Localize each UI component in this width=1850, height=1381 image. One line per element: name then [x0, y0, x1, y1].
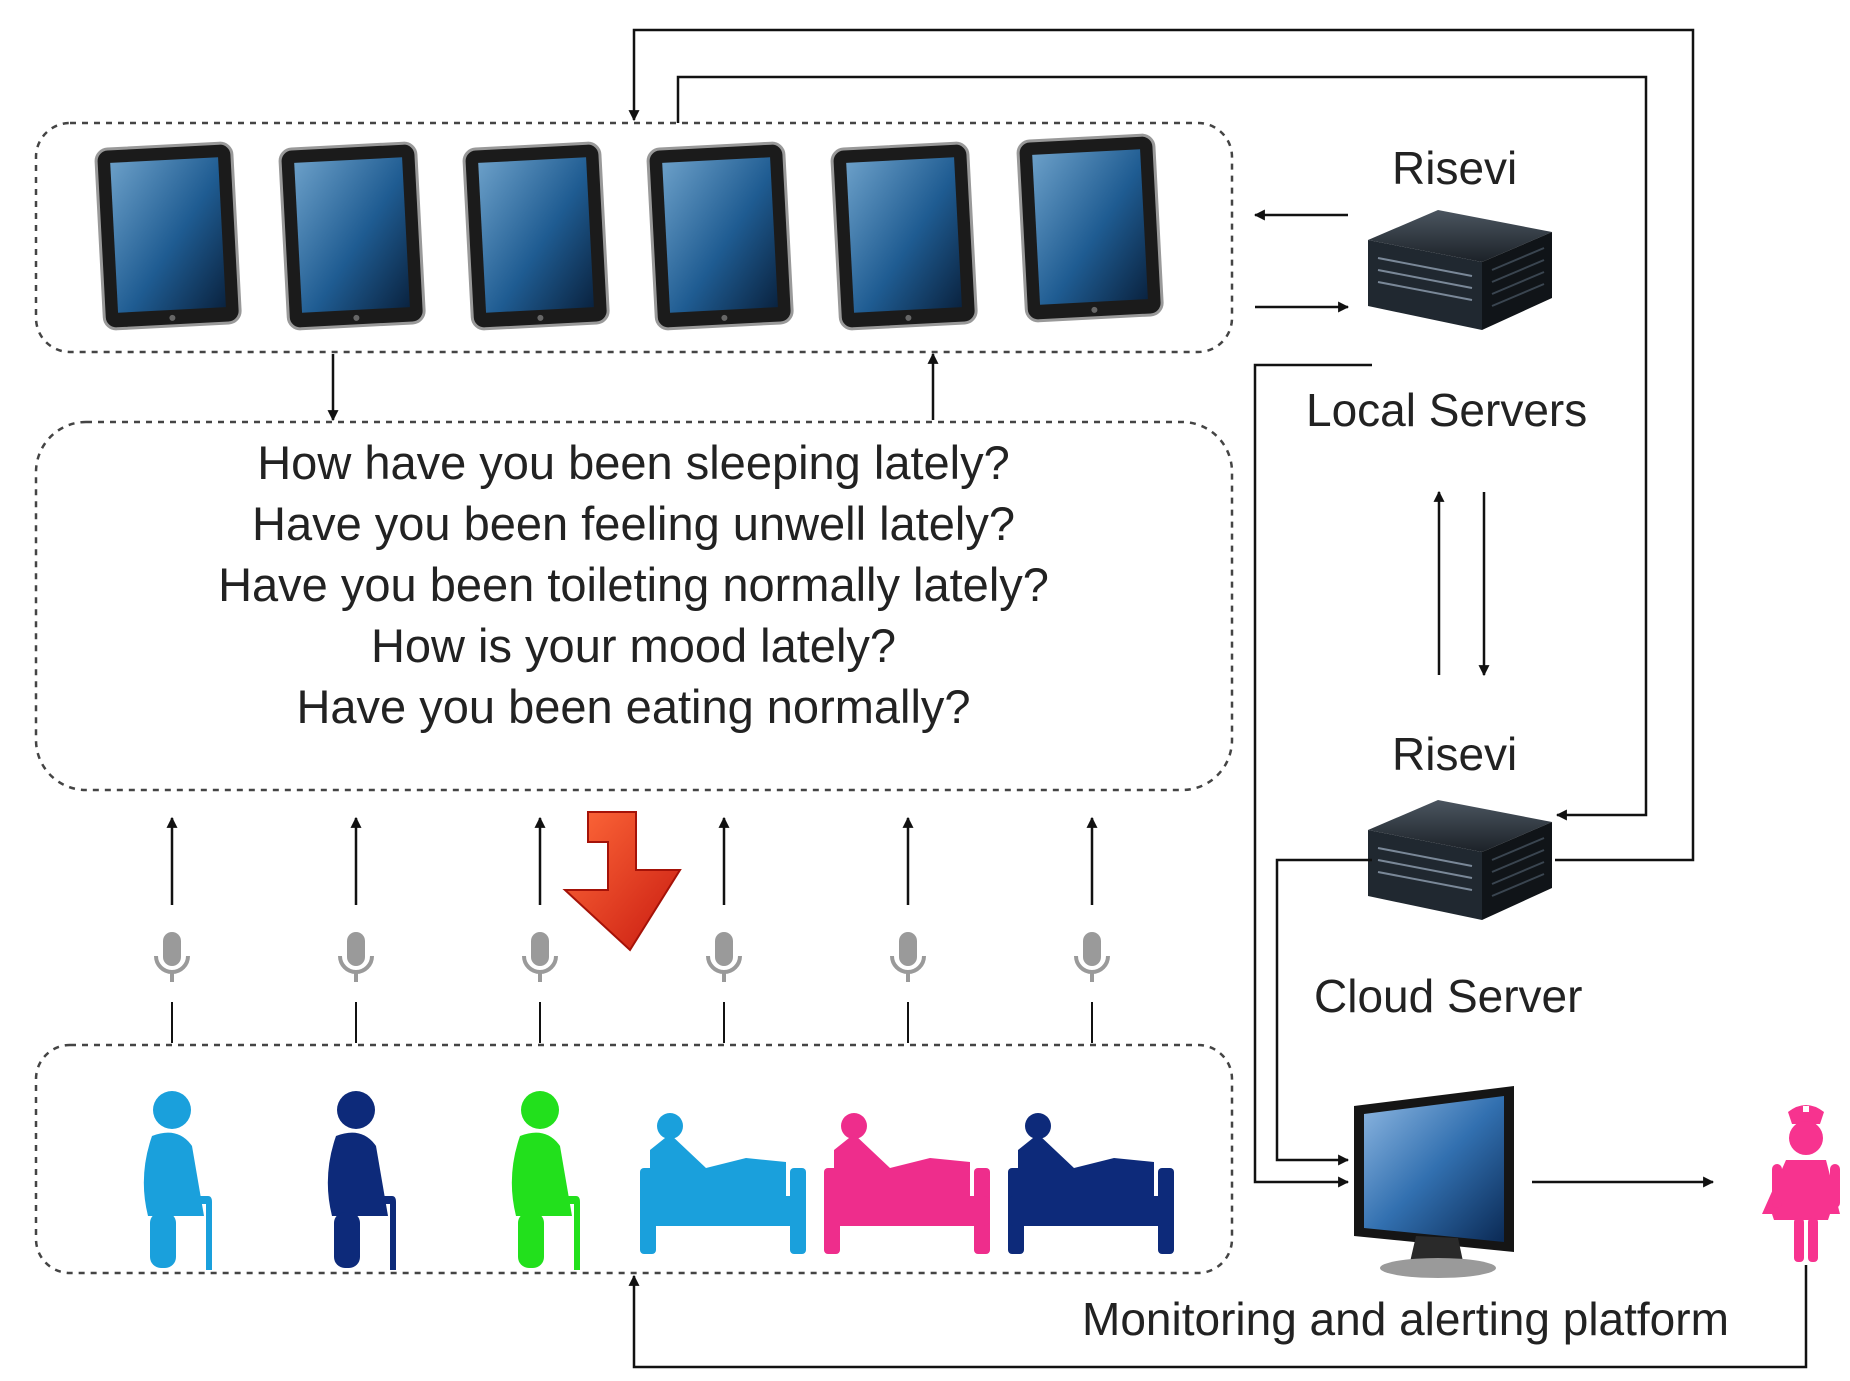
local-server-brand: Risevi: [1392, 142, 1518, 194]
local-servers-label: Local Servers: [1306, 384, 1588, 436]
nurse-to-residents-connector: [628, 1265, 1808, 1369]
microphone-icon: [890, 932, 926, 982]
resident-elderly-icon: [143, 1091, 212, 1270]
tablet-icon: [1016, 133, 1164, 323]
questions-group-box: [34, 420, 1234, 792]
question-item: Have you been feeling unwell lately?: [252, 497, 1015, 550]
microphone-column: [890, 816, 926, 1043]
cloud-to-tablets-connector: [628, 28, 1695, 862]
tablet-icon: [462, 141, 610, 331]
microphone-icon: [338, 932, 374, 982]
tablets-to-cloud-connector: [676, 75, 1648, 821]
cloud-server-label: Cloud Server: [1314, 970, 1583, 1022]
tablet-icon: [830, 141, 978, 331]
microphone-columns: [154, 816, 1110, 1043]
resident-bedridden-icon: [1008, 1113, 1174, 1254]
microphone-icon: [522, 932, 558, 982]
question-list: How have you been sleeping lately? Have …: [36, 432, 1231, 737]
cloud-server-icon: [1368, 800, 1552, 920]
tablets: [94, 133, 1164, 331]
local-server-icon: [1368, 210, 1552, 330]
tablets-group-box: [34, 121, 1234, 354]
cloud-to-monitor-connector: [1275, 858, 1372, 1166]
cloud-server-brand: Risevi: [1392, 728, 1518, 780]
tablet-icon: [94, 141, 242, 331]
microphone-icon: [1074, 932, 1110, 982]
microphone-column: [1074, 816, 1110, 1043]
monitor-icon: [1354, 1086, 1514, 1278]
question-item: Have you been eating normally?: [296, 680, 971, 733]
microphone-column: [154, 816, 190, 1043]
microphone-icon: [154, 932, 190, 982]
resident-bedridden-icon: [640, 1113, 806, 1254]
microphone-column: [706, 816, 742, 1043]
resident-elderly-icon: [327, 1091, 396, 1270]
highlight-arrow-icon: [562, 811, 682, 952]
tablet-icon: [278, 141, 426, 331]
resident-bedridden-icon: [824, 1113, 990, 1254]
question-item: How is your mood lately?: [370, 619, 897, 672]
question-item: How have you been sleeping lately?: [257, 436, 1010, 489]
local-to-monitor-connector: [1253, 363, 1372, 1188]
tablet-icon: [646, 141, 794, 331]
microphone-column: [522, 816, 558, 1043]
residents-group-box: [34, 1043, 1234, 1275]
question-item: Have you been toileting normally lately?: [218, 558, 1049, 611]
microphone-column: [338, 816, 374, 1043]
platform-label: Monitoring and alerting platform: [1082, 1293, 1729, 1345]
nurse-icon: [1762, 1105, 1840, 1262]
resident-elderly-icon: [511, 1091, 580, 1270]
microphone-icon: [706, 932, 742, 982]
